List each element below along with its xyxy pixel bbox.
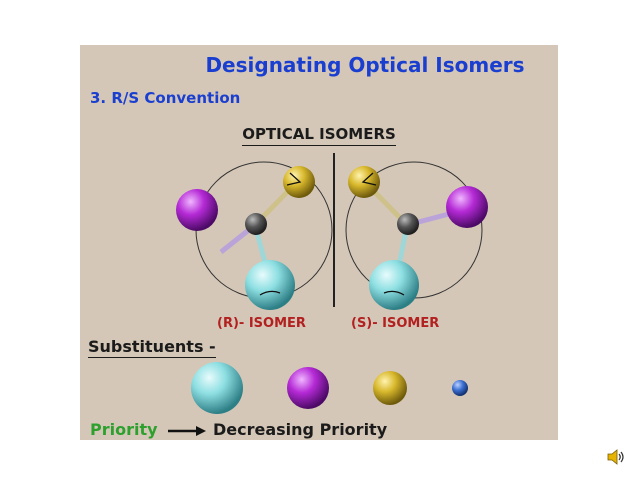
s-curve-marker xyxy=(383,290,405,296)
s-carbon-atom xyxy=(397,213,419,235)
r-isomer-molecule xyxy=(176,161,333,310)
substituent-row xyxy=(191,362,468,414)
speaker-icon[interactable] xyxy=(606,448,626,466)
s-cyan-atom xyxy=(369,260,419,310)
s-purple-atom xyxy=(446,186,488,228)
isomer-divider xyxy=(333,153,335,307)
s-isomer-molecule xyxy=(345,161,488,310)
slide-subtitle: 3. R/S Convention xyxy=(90,89,241,107)
r-isomer-label: (R)- ISOMER xyxy=(217,316,306,331)
substituent-yellow-sphere xyxy=(373,371,407,405)
right-arrow-icon xyxy=(168,426,206,436)
r-cyan-atom xyxy=(245,260,295,310)
slide-title: Designating Optical Isomers xyxy=(205,53,525,77)
optical-isomers-heading-text: OPTICAL ISOMERS xyxy=(242,125,396,146)
r-carbon-atom xyxy=(245,213,267,235)
r-arrow-marker xyxy=(286,172,302,186)
slide: Designating Optical Isomers 3. R/S Conve… xyxy=(80,45,558,440)
priority-label: Priority xyxy=(90,420,158,439)
decreasing-priority-label: Decreasing Priority xyxy=(213,420,388,439)
s-arrow-marker xyxy=(361,172,377,186)
substituent-purple-sphere xyxy=(287,367,329,409)
substituent-blue-sphere xyxy=(452,380,468,396)
s-isomer-label: (S)- ISOMER xyxy=(351,316,440,331)
isomer-diagram xyxy=(176,161,488,414)
r-curve-marker xyxy=(259,290,281,296)
substituent-cyan-sphere xyxy=(191,362,243,414)
substituents-label: Substituents - xyxy=(88,337,216,358)
optical-isomers-heading: OPTICAL ISOMERS xyxy=(80,125,558,146)
r-purple-atom xyxy=(176,189,218,231)
